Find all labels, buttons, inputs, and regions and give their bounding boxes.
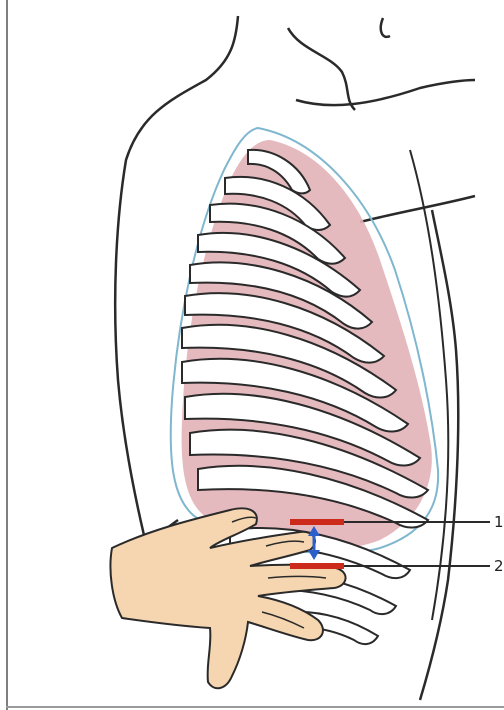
callout-label-1: 1 — [494, 513, 504, 531]
excursion-arrow-head-down — [308, 550, 320, 560]
shoulder-line — [296, 80, 475, 105]
neck-back-outline — [381, 18, 390, 37]
lower-marker — [290, 563, 344, 569]
callout-label-2: 2 — [494, 557, 504, 575]
arm-lower-line — [360, 196, 475, 222]
upper-marker — [290, 519, 344, 525]
neck-outline — [288, 28, 355, 110]
